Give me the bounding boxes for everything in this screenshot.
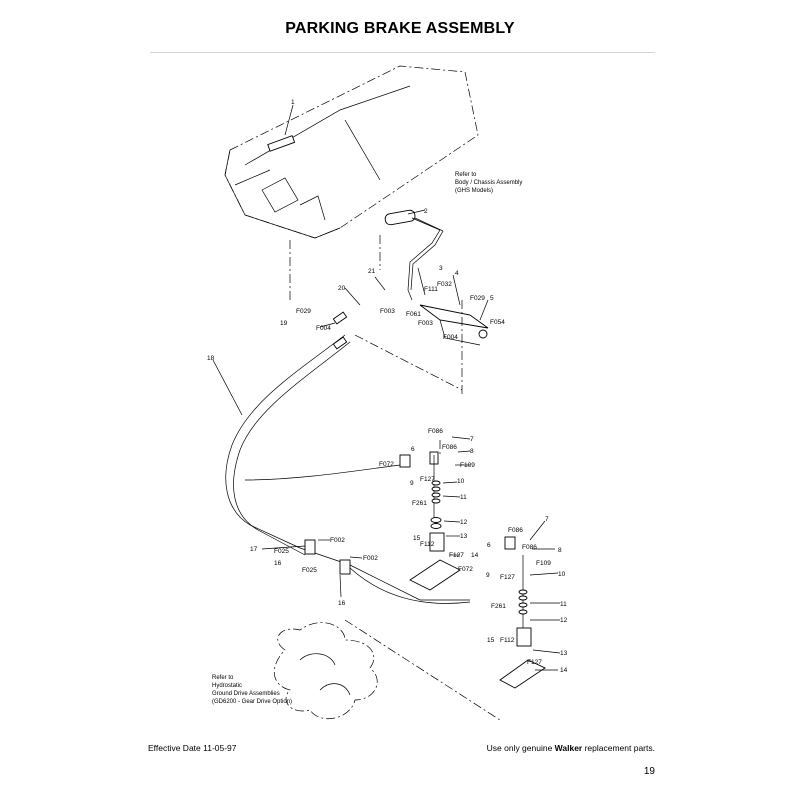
- label-f003b: F003: [418, 320, 433, 327]
- label-f003a: F003: [380, 308, 395, 315]
- label-f127a: F127: [420, 476, 435, 483]
- label-f004b: F004: [443, 334, 458, 341]
- callout-14a: 14: [471, 552, 479, 559]
- callout-14b: 14: [560, 667, 568, 674]
- svg-text:(GHS Models): (GHS Models): [455, 188, 493, 194]
- label-f112a: F112: [420, 541, 435, 548]
- callout-21: 21: [368, 268, 376, 275]
- brake-handle: [384, 209, 444, 301]
- callout-11a: 11: [460, 494, 467, 501]
- callout-7b: 7: [545, 516, 549, 523]
- mount-brackets: [304, 539, 351, 575]
- label-f127b: F127: [449, 552, 464, 559]
- label-f072b: F072: [458, 566, 473, 573]
- label-f029a: F029: [296, 308, 311, 315]
- callout-7a: 7: [470, 436, 474, 443]
- title-rule: [150, 52, 655, 53]
- callout-16b: 16: [338, 600, 346, 607]
- label-f111: F111: [424, 286, 438, 293]
- callout-labels: 1 2 3 4 5 21 20 F032 F111 F029 F061 F003…: [207, 99, 568, 674]
- label-f109a: F109: [460, 462, 475, 469]
- callout-15b: 15: [487, 637, 495, 644]
- callout-5: 5: [490, 295, 494, 302]
- callout-13a: 13: [460, 533, 468, 540]
- note-ground-drive: Refer to Hydrostatic Ground Drive Assemb…: [212, 675, 292, 705]
- label-f109b: F109: [536, 560, 551, 567]
- page-number: 19: [643, 766, 655, 777]
- callout-12a: 12: [460, 519, 468, 526]
- svg-text:Refer to: Refer to: [212, 675, 234, 681]
- page-title: PARKING BRAKE ASSEMBLY: [285, 20, 515, 37]
- label-f261b: F261: [491, 603, 506, 610]
- label-f086a: F086: [428, 428, 443, 435]
- callout-2: 2: [424, 208, 428, 215]
- brake-bracket: [419, 304, 489, 346]
- label-f127c: F127: [500, 574, 515, 581]
- label-f032: F032: [437, 281, 452, 288]
- label-f025a: F025: [274, 548, 289, 555]
- callout-13b: 13: [560, 650, 568, 657]
- label-f054: F054: [490, 319, 505, 326]
- label-f086b: F086: [442, 444, 457, 451]
- label-f261a: F261: [412, 500, 427, 507]
- label-f086c: F086: [508, 527, 523, 534]
- lower-linkage-right: [499, 536, 546, 689]
- brake-cables: [225, 334, 471, 604]
- callout-8a: 8: [470, 448, 474, 455]
- label-f004a: F004: [316, 325, 331, 332]
- callout-18: 18: [207, 355, 215, 362]
- label-f025b: F025: [302, 567, 317, 574]
- callout-9a: 9: [410, 480, 414, 487]
- callout-10a: 10: [457, 478, 465, 485]
- callout-1: 1: [291, 99, 295, 106]
- callout-16a: 16: [274, 560, 282, 567]
- reference-lines: [289, 235, 463, 455]
- label-f112b: F112: [500, 637, 515, 644]
- label-f029b: F029: [470, 295, 485, 302]
- callout-12b: 12: [560, 617, 568, 624]
- ground-drive-outline: [274, 619, 501, 721]
- leader-lines: [212, 104, 561, 671]
- callout-6b: 6: [487, 542, 491, 549]
- callout-8b: 8: [558, 547, 562, 554]
- callout-3: 3: [439, 265, 443, 272]
- springs: [332, 311, 348, 350]
- svg-text:Body / Chassis Assembly: Body / Chassis Assembly: [455, 180, 522, 186]
- replacement-note: Use only genuine Walker replacement part…: [486, 743, 655, 753]
- label-f002a: F002: [330, 537, 345, 544]
- upper-linkage-left: [399, 451, 461, 591]
- callout-15a: 15: [413, 535, 421, 542]
- callout-19: 19: [280, 320, 288, 327]
- svg-text:Hydrostatic: Hydrostatic: [212, 683, 242, 689]
- callout-10b: 10: [558, 571, 566, 578]
- callout-4: 4: [455, 270, 459, 277]
- callout-20: 20: [338, 285, 346, 292]
- label-f127d: F127: [527, 659, 542, 666]
- label-f002b: F002: [363, 555, 378, 562]
- svg-text:Ground Drive Assemblies: Ground Drive Assemblies: [212, 691, 280, 697]
- callout-11b: 11: [560, 601, 567, 608]
- note-body-chassis: Refer to Body / Chassis Assembly (GHS Mo…: [455, 172, 522, 194]
- label-f086d: F086: [522, 544, 537, 551]
- svg-text:(GD6200 - Gear Drive Option): (GD6200 - Gear Drive Option): [212, 699, 292, 705]
- callout-9b: 9: [486, 572, 490, 579]
- callout-6a: 6: [411, 446, 415, 453]
- label-f072a: F072: [379, 461, 394, 468]
- label-f061: F061: [406, 311, 421, 318]
- callout-17: 17: [250, 546, 258, 553]
- brand-name: Walker: [554, 743, 583, 753]
- effective-date: Effective Date 11-05-97: [148, 743, 237, 753]
- body-chassis-outline: [224, 65, 479, 239]
- svg-text:Refer to: Refer to: [455, 172, 477, 178]
